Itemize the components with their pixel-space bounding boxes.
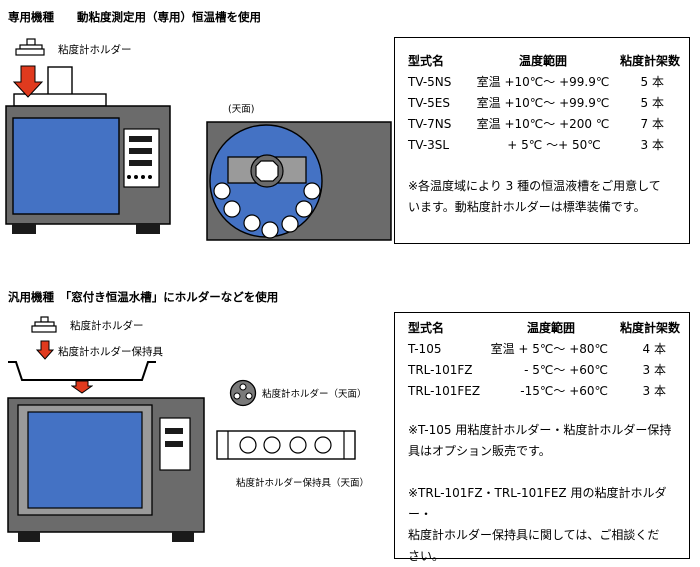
spec-table-1: 型式名 温度範囲 粘度計架数 TV-5NS 室温 +10℃～ +99.9℃ 5 … (408, 50, 680, 155)
viscometer-hole (303, 182, 321, 200)
spec-table-box-2: 型式名 温度範囲 粘度計架数 T-105 室温 + 5℃～ +80℃ 4 本 T… (394, 312, 690, 563)
viscometer-hole (295, 200, 313, 218)
cell-count: 7 本 (640, 117, 664, 131)
viscometer-hole (263, 436, 281, 454)
cell-model: TV-7NS (408, 116, 452, 131)
cell-count: 5 本 (640, 75, 664, 89)
table-row: TRL-101FZ - 5℃～ +60℃ 3 本 (408, 359, 680, 380)
cell-temp: -15℃～ +60℃ (520, 384, 608, 398)
down-arrow-icon (71, 380, 93, 394)
cell-model: T-105 (408, 341, 442, 356)
down-arrow-icon (36, 340, 54, 360)
holder-keeper-label: 粘度計ホルダー保持具 (58, 346, 163, 358)
note-line: 粘度計ホルダー保持具に関しては、ご相談くだ (408, 528, 660, 542)
top-view-label: (天面) (228, 104, 255, 115)
spec-table-2: 型式名 温度範囲 粘度計架数 T-105 室温 + 5℃～ +80℃ 4 本 T… (408, 317, 680, 401)
cell-model: TV-3SL (408, 137, 450, 152)
viscometer-hole (289, 436, 307, 454)
note-line: さい。 (408, 549, 445, 563)
holder-top-label: 粘度計ホルダー（天面） (262, 389, 367, 400)
header-temp-range: 温度範囲 (518, 54, 567, 68)
holder-label: 粘度計ホルダー (58, 44, 132, 56)
viscometer-hole (314, 436, 332, 454)
cell-count: 5 本 (640, 96, 664, 110)
holder-icon (31, 316, 57, 333)
viscometer-hole (239, 436, 257, 454)
windowed-bath-illustration (7, 397, 205, 542)
cell-temp: + 5℃ ～+ 50℃ (507, 138, 601, 152)
table-header-row: 型式名 温度範囲 粘度計架数 (408, 50, 680, 71)
header-model: 型式名 (408, 54, 445, 68)
viscometer-hole (223, 200, 241, 218)
holder-icon (15, 38, 45, 56)
viscometer-hole (281, 215, 299, 233)
cell-temp: 室温 +10℃～ +99.9℃ (476, 96, 610, 110)
spec-table-box-1: 型式名 温度範囲 粘度計架数 TV-5NS 室温 +10℃～ +99.9℃ 5 … (394, 37, 690, 244)
viscometer-hole (261, 221, 279, 239)
holder-label-2: 粘度計ホルダー (70, 320, 144, 332)
table-row: TV-5NS 室温 +10℃～ +99.9℃ 5 本 (408, 71, 680, 92)
cell-temp: 室温 + 5℃～ +80℃ (490, 342, 608, 356)
cell-count: 3 本 (642, 384, 666, 398)
stirrer-motor-icon (255, 160, 279, 182)
header-count: 粘度計架数 (619, 54, 680, 68)
holder-top-view-icon (229, 379, 257, 407)
viscosity-bath-illustration (5, 65, 171, 234)
table-row: TV-3SL + 5℃ ～+ 50℃ 3 本 (408, 134, 680, 155)
down-arrow-icon (12, 65, 44, 98)
note-line: ※各温度域により 3 種の恒温液槽をご用意して (408, 179, 661, 193)
viscometer-hole (243, 214, 261, 232)
note-line: ※T-105 用粘度計ホルダー・粘度計ホルダー保持 (408, 423, 672, 437)
header-model: 型式名 (408, 321, 445, 335)
header-count: 粘度計架数 (619, 321, 680, 335)
table-note-1: ※各温度域により 3 種の恒温液槽をご用意して います。動粘度計ホルダーは標準装… (408, 176, 661, 218)
table-header-row: 型式名 温度範囲 粘度計架数 (408, 317, 680, 338)
cell-temp: - 5℃～ +60℃ (524, 363, 608, 377)
keeper-top-view (216, 430, 356, 460)
table-row: TV-5ES 室温 +10℃～ +99.9℃ 5 本 (408, 92, 680, 113)
bath-foot (18, 532, 40, 542)
bath-foot (136, 224, 160, 234)
note-line: ※TRL-101FZ・TRL-101FEZ 用の粘度計ホルダー・ (408, 486, 667, 521)
note-line: 具はオプション販売です。 (408, 444, 551, 458)
section1-title: 専用機種 動粘度測定用（専用）恒温槽を使用 (8, 10, 261, 24)
bath-foot (12, 224, 36, 234)
table-row: TV-7NS 室温 +10℃～ +200 ℃ 7 本 (408, 113, 680, 134)
cell-model: TV-5ES (408, 95, 450, 110)
viscometer-hole (213, 182, 231, 200)
cell-count: 3 本 (642, 363, 666, 377)
keeper-top-label: 粘度計ホルダー保持具（天面） (236, 478, 370, 489)
cell-model: TRL-101FZ (408, 362, 473, 377)
bath-top-view (206, 121, 392, 241)
bath-window (12, 117, 120, 215)
bath-window (27, 411, 143, 509)
cell-model: TRL-101FEZ (408, 383, 481, 398)
header-temp-range: 温度範囲 (526, 321, 575, 335)
note-line: います。動粘度計ホルダーは標準装備です。 (408, 200, 646, 214)
table-note-2: ※T-105 用粘度計ホルダー・粘度計ホルダー保持 具はオプション販売です。 ※… (408, 420, 689, 567)
cell-model: TV-5NS (408, 74, 452, 89)
cell-count: 4 本 (642, 342, 666, 356)
holder-keeper-tray (8, 361, 156, 381)
cell-count: 3 本 (640, 138, 664, 152)
table-row: T-105 室温 + 5℃～ +80℃ 4 本 (408, 338, 680, 359)
section2-title: 汎用機種 「窓付き恒温水槽」にホルダーなどを使用 (8, 290, 279, 304)
note-line (408, 462, 689, 483)
table-row: TRL-101FEZ -15℃～ +60℃ 3 本 (408, 380, 680, 401)
cell-temp: 室温 +10℃～ +200 ℃ (476, 117, 610, 131)
bath-foot (172, 532, 194, 542)
cell-temp: 室温 +10℃～ +99.9℃ (476, 75, 610, 89)
